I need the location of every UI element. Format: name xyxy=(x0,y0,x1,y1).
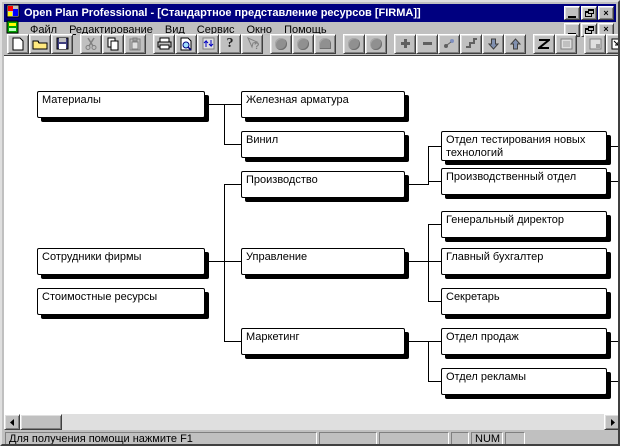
steps-button[interactable] xyxy=(460,33,482,54)
connector xyxy=(405,184,429,185)
tree-node-marketing[interactable]: Маркетинг xyxy=(241,328,405,355)
connector xyxy=(610,381,618,382)
cut-button[interactable] xyxy=(80,33,102,54)
restore-button[interactable] xyxy=(581,6,597,20)
connector xyxy=(405,261,441,262)
scroll-left-button[interactable] xyxy=(4,414,20,430)
menu-window[interactable]: Окно xyxy=(246,23,273,36)
remove-button[interactable] xyxy=(416,33,438,54)
open-button[interactable] xyxy=(29,33,51,54)
menu-file[interactable]: Файл xyxy=(30,23,58,36)
add-button[interactable] xyxy=(394,33,416,54)
status-panel-2 xyxy=(379,432,449,444)
save-button[interactable] xyxy=(51,33,73,54)
connector xyxy=(428,224,429,302)
move-up-button[interactable] xyxy=(504,33,526,54)
tile-window-button[interactable] xyxy=(584,33,606,54)
connector xyxy=(428,224,441,225)
connector xyxy=(224,184,241,185)
tree-node-production-dept[interactable]: Производственный отдел xyxy=(441,168,607,195)
resource-chart-canvas: Материалы Сотрудники фирмы Стоимостные р… xyxy=(4,55,618,414)
connector xyxy=(610,146,618,147)
title-bar: Open Plan Professional - [Стандартное пр… xyxy=(4,4,616,22)
connector xyxy=(205,261,241,262)
connector xyxy=(224,341,241,342)
expand-window-button[interactable] xyxy=(606,33,618,54)
print-preview-button[interactable] xyxy=(175,33,197,54)
copy-button[interactable] xyxy=(102,33,124,54)
window-title: Open Plan Professional - [Стандартное пр… xyxy=(24,7,421,19)
status-panel-3 xyxy=(451,432,469,444)
link-nodes-button[interactable] xyxy=(438,33,460,54)
tree-node-new-tech-testing-dept[interactable]: Отдел тестирования новых технологий xyxy=(441,131,607,161)
connector xyxy=(428,146,429,185)
connector xyxy=(205,104,241,105)
exchange-button[interactable] xyxy=(197,33,219,54)
shape-arch-button[interactable] xyxy=(314,33,336,54)
status-panel-4 xyxy=(505,432,525,444)
notes-button[interactable] xyxy=(555,33,577,54)
menu-help[interactable]: Помощь xyxy=(284,23,327,36)
new-button[interactable] xyxy=(7,33,29,54)
minimize-button[interactable] xyxy=(564,6,580,20)
scrollbar-track[interactable] xyxy=(62,414,604,430)
tree-node-iron-fittings[interactable]: Железная арматура xyxy=(241,91,405,118)
connector xyxy=(224,144,241,145)
tree-node-employees[interactable]: Сотрудники фирмы xyxy=(37,248,205,275)
menu-edit[interactable]: Редактирование xyxy=(69,23,153,36)
help-button[interactable]: ? xyxy=(219,33,241,54)
app-icon xyxy=(6,4,20,23)
tree-node-cost-resources[interactable]: Стоимостные ресурсы xyxy=(37,288,205,315)
print-button[interactable] xyxy=(153,33,175,54)
shape-circle-3-button[interactable] xyxy=(343,33,365,54)
tree-node-production[interactable]: Производство xyxy=(241,171,405,198)
connector xyxy=(428,181,441,182)
status-message: Для получения помощи нажмите F1 xyxy=(5,432,317,444)
connector xyxy=(405,341,441,342)
tree-node-general-director[interactable]: Генеральный директор xyxy=(441,211,607,238)
move-down-button[interactable] xyxy=(482,33,504,54)
connector xyxy=(610,181,618,182)
close-button[interactable]: × xyxy=(598,6,614,20)
status-panel-1 xyxy=(319,432,377,444)
svg-text:?: ? xyxy=(254,41,259,50)
menu-bar: Файл Редактирование Вид Сервис Окно Помо… xyxy=(4,20,616,39)
tree-node-secretary[interactable]: Секретарь xyxy=(441,288,607,315)
paste-button[interactable] xyxy=(124,33,146,54)
tree-node-chief-accountant[interactable]: Главный бухгалтер xyxy=(441,248,607,275)
connector xyxy=(428,381,441,382)
tree-node-materials[interactable]: Материалы xyxy=(37,91,205,118)
horizontal-scrollbar[interactable] xyxy=(4,414,618,430)
document-icon[interactable] xyxy=(6,20,20,39)
connector xyxy=(428,301,441,302)
menu-tools[interactable]: Сервис xyxy=(196,23,235,36)
connector xyxy=(428,146,441,147)
toolbar: ? ? xyxy=(4,33,618,54)
connector xyxy=(428,341,429,382)
shape-circle-2-button[interactable] xyxy=(292,33,314,54)
shape-circle-4-button[interactable] xyxy=(365,33,387,54)
zigzag-button[interactable] xyxy=(533,33,555,54)
status-num-indicator: NUM xyxy=(471,432,503,444)
connector xyxy=(224,184,225,342)
scrollbar-thumb[interactable] xyxy=(20,414,62,430)
connector xyxy=(224,104,225,145)
tree-node-management[interactable]: Управление xyxy=(241,248,405,275)
context-help-button[interactable]: ? xyxy=(241,33,263,54)
status-bar: Для получения помощи нажмите F1 NUM xyxy=(4,431,618,444)
tree-node-advertising-dept[interactable]: Отдел рекламы xyxy=(441,368,607,395)
tree-node-sales-dept[interactable]: Отдел продаж xyxy=(441,328,607,355)
menu-view[interactable]: Вид xyxy=(164,23,185,36)
tree-node-vinyl[interactable]: Винил xyxy=(241,131,405,158)
shape-circle-1-button[interactable] xyxy=(270,33,292,54)
scroll-right-button[interactable] xyxy=(604,414,618,430)
connector xyxy=(610,341,618,342)
